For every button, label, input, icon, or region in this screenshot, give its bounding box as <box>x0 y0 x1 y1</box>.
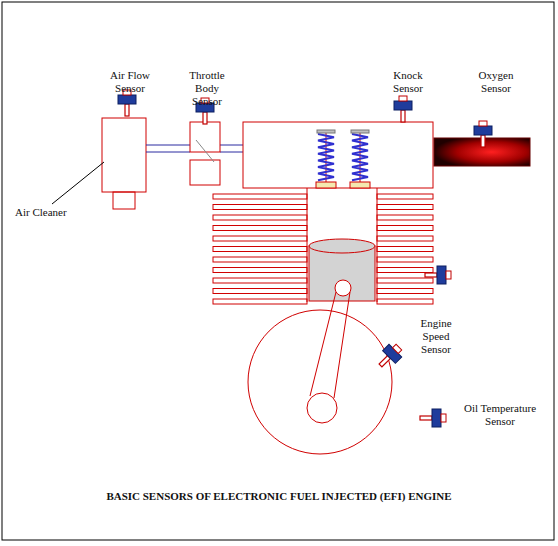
cylinder-wall <box>377 188 378 302</box>
cylinder-sensor <box>425 266 451 284</box>
part-label: Air Flow Sensor <box>104 69 156 95</box>
oxygen-sensor <box>474 121 492 147</box>
part-label: Engine Speed Sensor <box>408 317 464 356</box>
connecting-rod <box>334 292 350 398</box>
cylinder-head <box>243 122 433 188</box>
part-label: Knock Sensor <box>385 69 431 95</box>
engine-speed-sensor <box>374 341 405 372</box>
part-label: Throttle Body Sensor <box>182 69 232 108</box>
valve-head <box>316 182 336 188</box>
oil-temperature-sensor <box>420 409 446 427</box>
crank-pin <box>307 393 337 423</box>
diagram-title: BASIC SENSORS OF ELECTRONIC FUEL INJECTE… <box>106 490 451 502</box>
air-cleaner-base <box>113 192 135 209</box>
part-label: Air Cleaner <box>15 206 81 219</box>
crankshaft <box>248 310 392 454</box>
throttle-body <box>190 122 220 152</box>
piston-top <box>309 239 375 253</box>
leader-line <box>52 162 104 204</box>
valve-head <box>350 182 370 188</box>
cylinder-wall <box>307 188 308 302</box>
piston-pin <box>335 280 351 296</box>
throttle-body <box>190 160 220 185</box>
piston <box>309 246 375 301</box>
throttle-plate <box>196 140 214 162</box>
connecting-rod <box>310 292 336 396</box>
air-cleaner <box>102 118 146 192</box>
frame <box>2 2 554 540</box>
intake-pipe <box>146 145 243 152</box>
part-label: Oil Temperature Sensor <box>462 402 538 428</box>
part-label: Oxygen Sensor <box>471 69 521 95</box>
knock-sensor <box>394 96 412 122</box>
valve-springs <box>317 130 369 182</box>
cooling-fins <box>213 194 433 304</box>
